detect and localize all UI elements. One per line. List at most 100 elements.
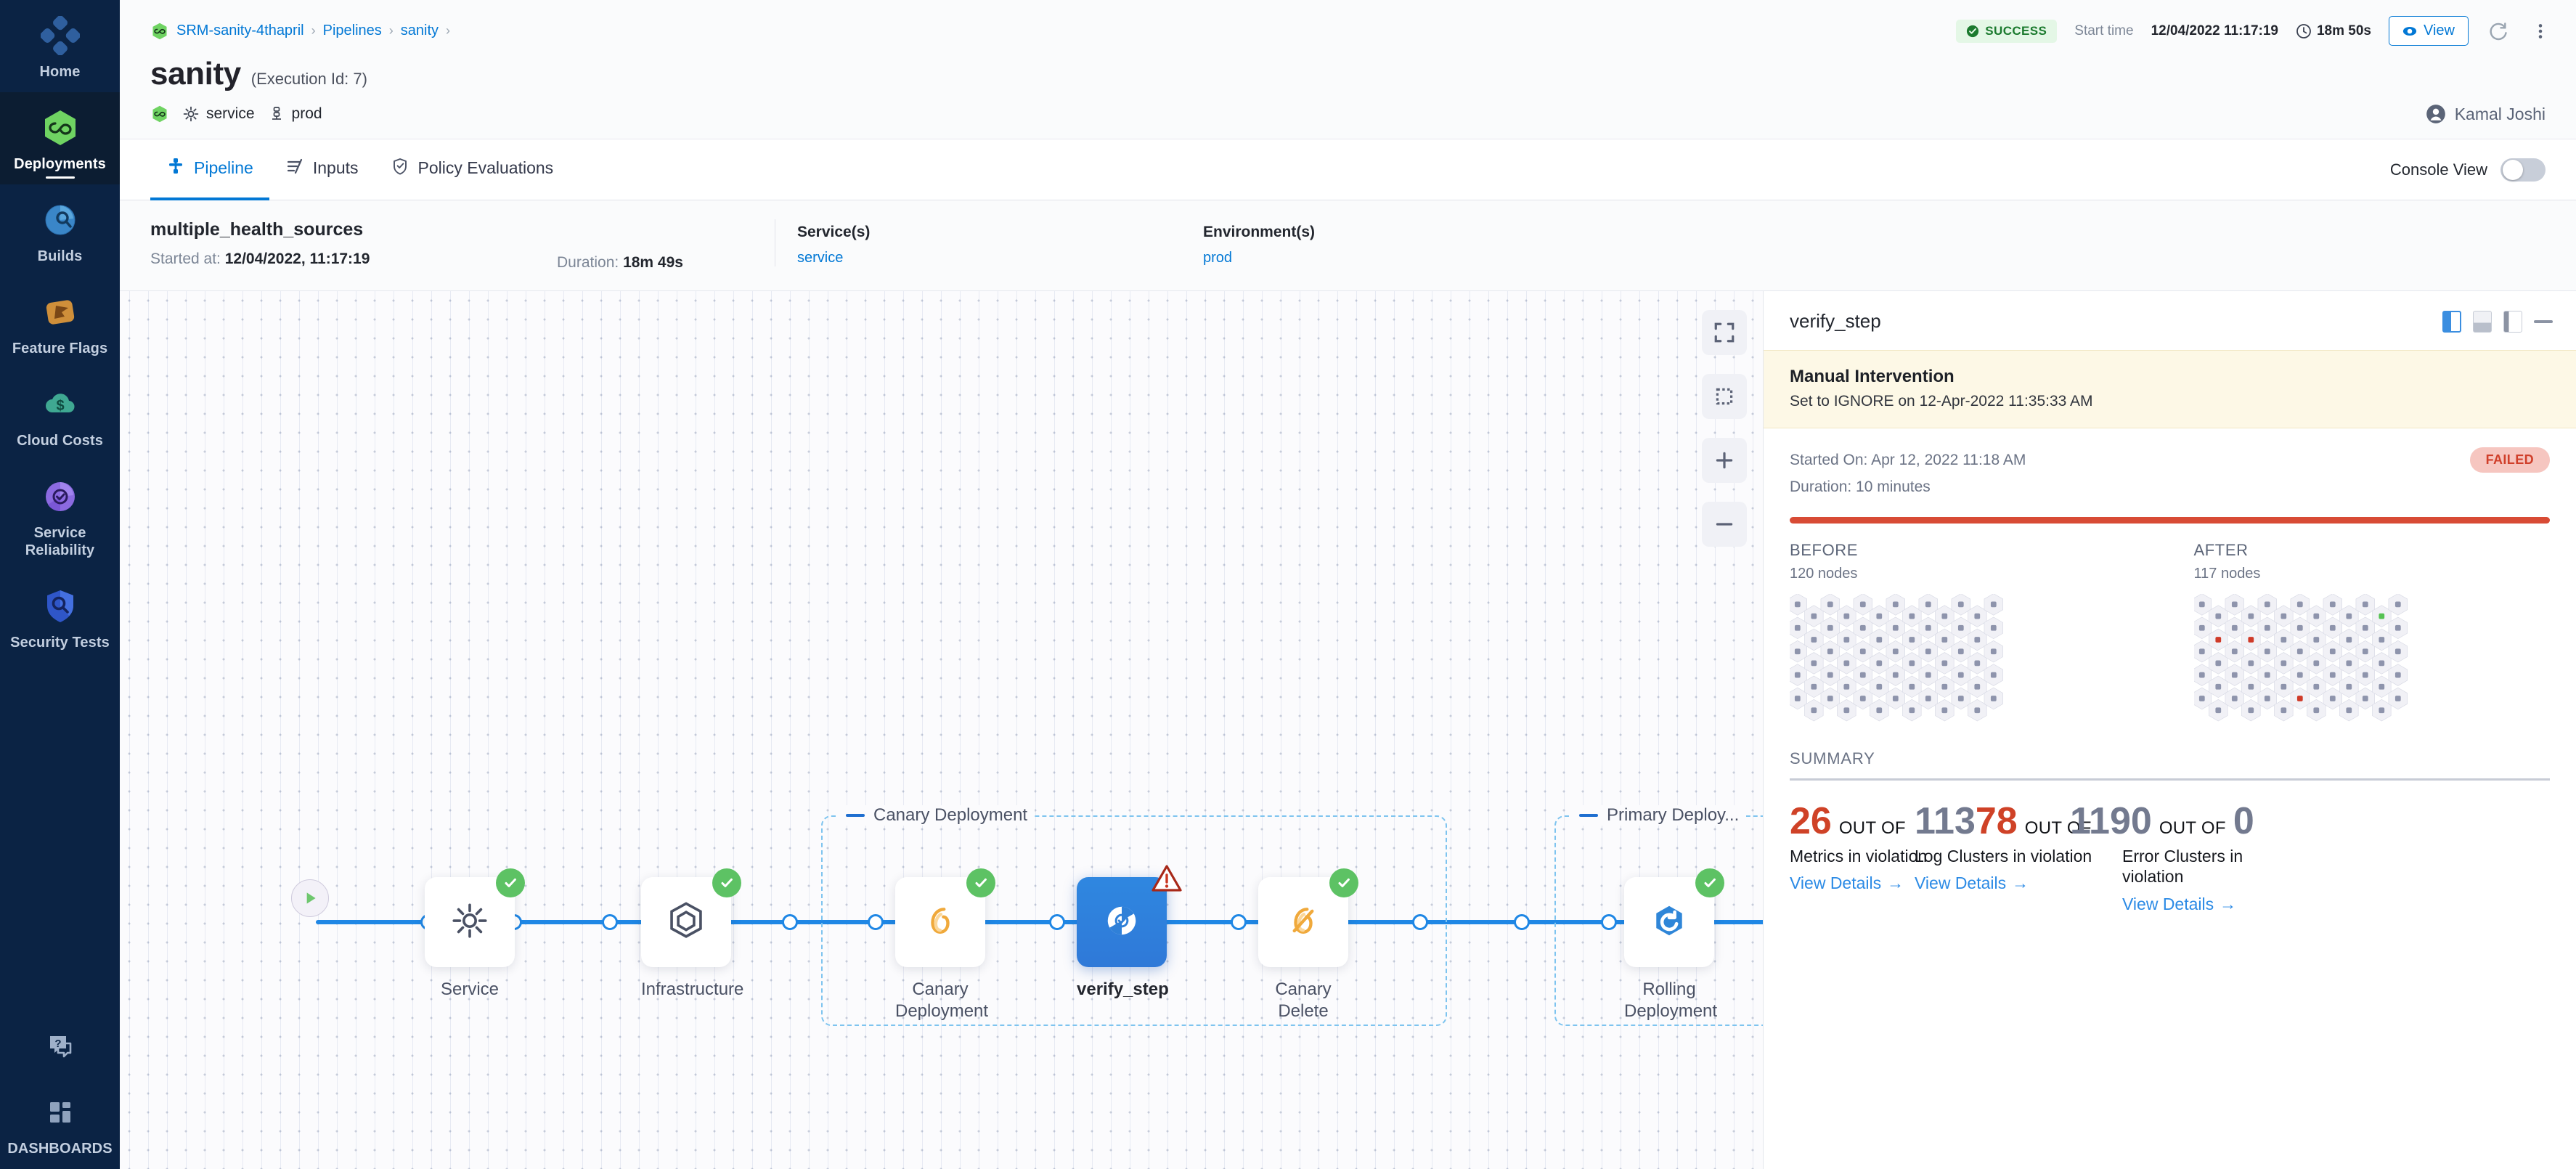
graph-group-canary-deployment[interactable]: Canary Deployment [821, 805, 1447, 1026]
sidebar-item-help[interactable]: ? [0, 1010, 120, 1077]
policy-shield-icon [391, 157, 409, 180]
graph-node-label: Rolling Deployment [1624, 979, 1718, 1021]
canary-bird-icon [920, 900, 961, 945]
sidebar-item-security-tests[interactable]: Security Tests [0, 571, 120, 663]
graph-node-rolling-deployment[interactable]: Rolling Deployment [1624, 868, 1724, 1022]
breadcrumb-separator: › [446, 23, 451, 38]
zoom-out-icon[interactable] [1702, 502, 1747, 547]
verify-icon [1101, 900, 1142, 945]
console-view-switch[interactable] [2500, 158, 2546, 182]
tab-policy-evaluations[interactable]: Policy Evaluations [375, 139, 570, 200]
graph-group-label-text: Primary Deploy... [1607, 805, 1740, 825]
collapse-dash-icon [846, 814, 865, 817]
service-tag[interactable]: service [182, 105, 255, 123]
sidebar-item-deployments[interactable]: Deployments [0, 92, 120, 184]
graph-node-card[interactable] [1624, 868, 1724, 967]
summary-view-details-link[interactable]: View Details → [1915, 873, 2029, 893]
tab-inputs[interactable]: Inputs [269, 139, 375, 200]
main-area: SRM-sanity-4thapril › Pipelines › sanity… [120, 0, 2576, 1169]
graph-node-card[interactable] [641, 868, 741, 967]
summary-value-line: 113 78 OUT OF [1915, 802, 2125, 840]
refresh-icon[interactable] [2486, 19, 2511, 44]
zoom-in-icon[interactable] [1702, 438, 1747, 483]
pipeline-graph-canvas[interactable]: Canary Deployment Primary Deploy... [120, 291, 1763, 1169]
canvas-toolbar [1702, 310, 1747, 547]
graph-node-verify-step[interactable]: verify_step [1077, 865, 1182, 1001]
summary-view-details-link[interactable]: View Details → [2122, 895, 2236, 914]
after-node-hex-grid[interactable] [2193, 593, 2551, 725]
view-details-label: View Details [1915, 873, 2007, 893]
panel-left-view-icon[interactable] [2503, 310, 2522, 333]
graph-group-label[interactable]: Canary Deployment [839, 805, 1035, 826]
tab-pipeline[interactable]: Pipeline [150, 139, 269, 200]
summary-item-metrics: 26 OUT OF Metrics in violation View Deta… [1790, 802, 1977, 894]
summary-metrics: 26 OUT OF Metrics in violation View Deta… [1790, 802, 2550, 955]
graph-port [868, 914, 884, 930]
panel-bottom-view-icon[interactable] [2473, 310, 2492, 333]
graph-port [1412, 914, 1428, 930]
sidebar-item-home[interactable]: Home [0, 0, 120, 92]
node-status-success-icon [496, 868, 525, 897]
sidebar-item-label: Home [39, 64, 81, 80]
minimize-icon[interactable] [2534, 319, 2553, 323]
fit-to-screen-icon[interactable] [1702, 310, 1747, 355]
page-header: SRM-sanity-4thapril › Pipelines › sanity… [120, 0, 2576, 139]
sidebar-item-service-reliability[interactable]: Service Reliability [0, 461, 120, 571]
execution-identity: multiple_health_sources Started at: 12/0… [150, 219, 557, 268]
tabs-bar: Pipeline Inputs Policy Evaluations Conso… [120, 139, 2576, 200]
sidebar-item-builds[interactable]: Builds [0, 184, 120, 277]
sidebar-item-dashboards[interactable]: DASHBOARDS [0, 1077, 120, 1169]
panel-right-view-icon[interactable] [2442, 310, 2461, 333]
user-chip[interactable]: Kamal Joshi [2426, 104, 2546, 124]
summary-caption: Error Clusters in violation [2122, 846, 2243, 887]
more-vertical-icon[interactable] [2528, 19, 2553, 44]
environments-value[interactable]: prod [1203, 250, 1233, 266]
gear-icon [449, 900, 491, 945]
graph-group-primary-deployment[interactable]: Primary Deploy... [1554, 805, 1763, 1026]
details-panel-body: Started On: Apr 12, 2022 11:18 AM Durati… [1764, 428, 2576, 1169]
view-button-label: View [2424, 23, 2455, 38]
services-value[interactable]: service [797, 250, 844, 266]
deployments-infinity-icon [41, 108, 80, 147]
after-header: AFTER [2193, 540, 2249, 559]
node-status-success-icon [966, 868, 995, 897]
view-button[interactable]: View [2389, 16, 2469, 46]
graph-node-card[interactable] [895, 868, 995, 967]
breadcrumb-item-project[interactable]: SRM-sanity-4thapril [176, 23, 304, 38]
breadcrumb-item-pipelines[interactable]: Pipelines [322, 23, 382, 38]
summary-metrics-total: 113 [1915, 799, 1976, 842]
summary-item-logs: 113 78 OUT OF Log Clusters in violation … [1915, 802, 2125, 894]
node-status-success-icon [1329, 868, 1358, 897]
console-view-toggle[interactable]: Console View [2390, 158, 2546, 182]
manual-intervention-banner: Manual Intervention Set to IGNORE on 12-… [1764, 350, 2576, 428]
sidebar-item-cloud-costs[interactable]: $ Cloud Costs [0, 369, 120, 461]
environment-tag[interactable]: prod [268, 105, 322, 123]
graph-start-node[interactable] [291, 879, 329, 917]
verification-meta-row: Started On: Apr 12, 2022 11:18 AM Durati… [1790, 447, 2550, 501]
details-panel-title: verify_step [1790, 310, 1881, 332]
summary-caption: Log Clusters in violation [1915, 846, 2092, 865]
graph-node-canary-delete[interactable]: Canary Delete [1258, 868, 1358, 1022]
sidebar-bottom-group: ? DASHBOARDS [0, 1010, 120, 1169]
graph-node-service[interactable]: Service [425, 868, 525, 1001]
graph-node-card[interactable] [1258, 868, 1358, 967]
page-title: sanity [150, 56, 241, 91]
before-column: BEFORE 120 nodes [1790, 541, 2146, 725]
left-sidebar: Home Deployments Builds [0, 0, 120, 1169]
graph-node-canary-deployment[interactable]: Canary Deployment [895, 868, 995, 1022]
summary-view-details-link[interactable]: View Details → [1790, 873, 1904, 893]
graph-node-label: Infrastructure [641, 979, 744, 999]
breadcrumb-separator: › [388, 23, 394, 38]
duration-label: Duration: [557, 254, 619, 271]
breadcrumb: SRM-sanity-4thapril › Pipelines › sanity… [150, 22, 450, 41]
graph-node-infrastructure[interactable]: Infrastructure [641, 868, 744, 1001]
status-badge-label: SUCCESS [1985, 23, 2047, 38]
select-area-icon[interactable] [1702, 374, 1747, 419]
before-node-hex-grid[interactable] [1790, 593, 2146, 725]
sidebar-item-feature-flags[interactable]: Feature Flags [0, 277, 120, 369]
graph-node-card[interactable] [1077, 865, 1182, 967]
breadcrumb-item-pipeline[interactable]: sanity [400, 23, 439, 38]
graph-group-label[interactable]: Primary Deploy... [1572, 805, 1747, 826]
eye-icon [2402, 26, 2417, 36]
graph-node-card[interactable] [425, 868, 525, 967]
